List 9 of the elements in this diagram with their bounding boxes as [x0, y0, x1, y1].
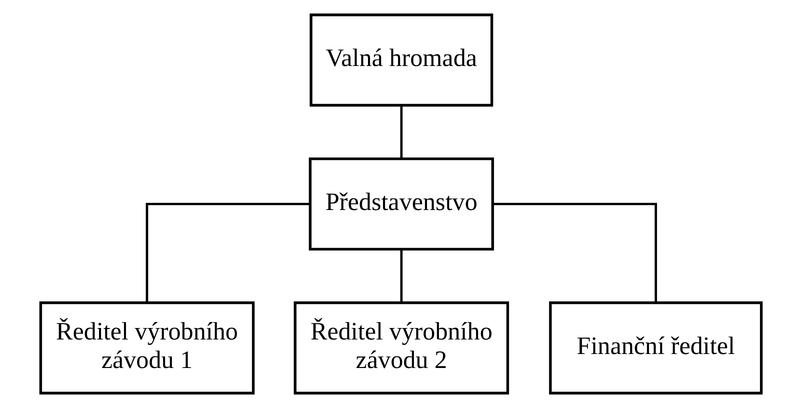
connector [492, 202, 657, 302]
connector [145, 202, 310, 302]
node-box: Finanční ředitel [548, 301, 762, 394]
node-box: Valná hromada [309, 14, 493, 107]
connector [400, 106, 402, 159]
connector [400, 250, 402, 303]
node-box: Ředitel výrobního závodu 2 [293, 301, 509, 394]
node-box: Ředitel výrobního závodu 1 [38, 301, 254, 394]
node-box: Představenstvo [308, 157, 494, 251]
